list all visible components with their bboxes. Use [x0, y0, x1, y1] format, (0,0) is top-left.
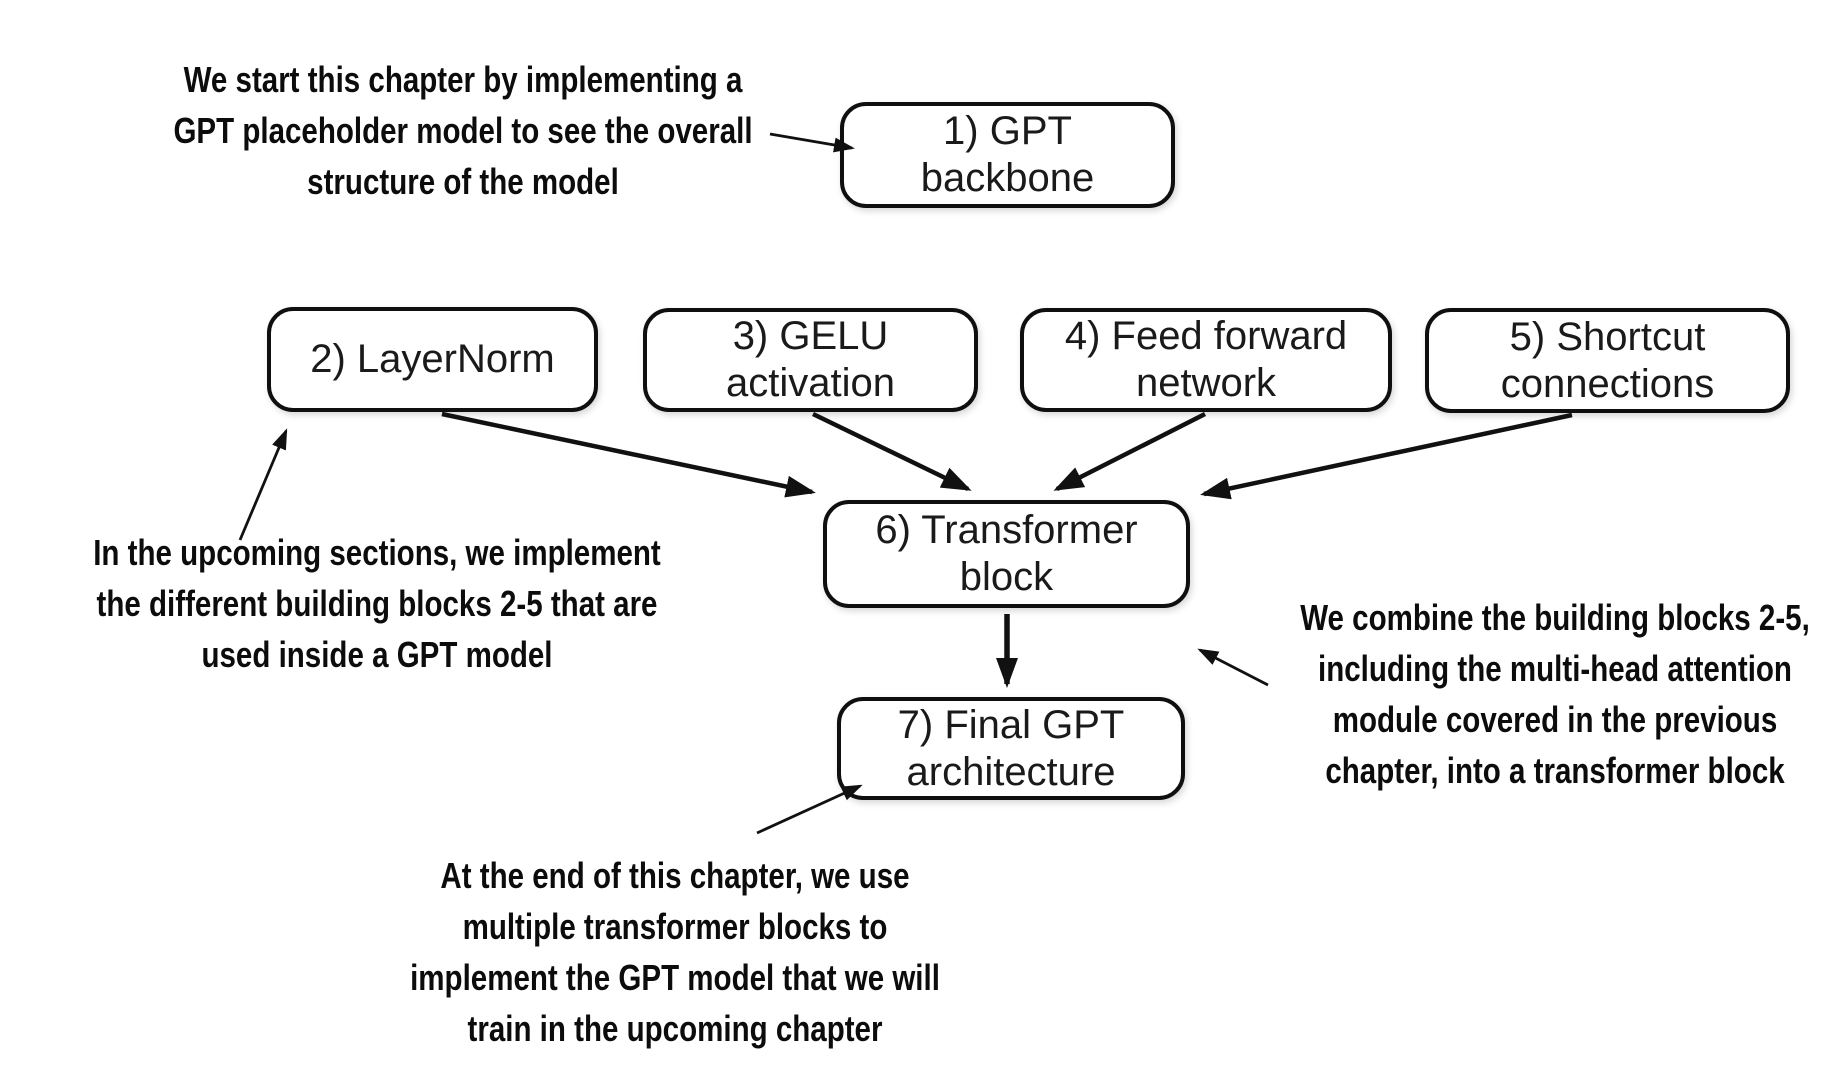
- arrow-shortcut-to-transformer: [1200, 412, 1573, 500]
- note-final-gpt: At the end of this chapter, we use multi…: [410, 855, 940, 1049]
- box-gpt-backbone: 1) GPT backbone: [840, 102, 1175, 208]
- note-gpt-backbone: We start this chapter by implementing a …: [173, 59, 753, 202]
- box-layernorm: 2) LayerNorm: [267, 307, 598, 412]
- box-shortcut-connections: 5) Shortcut connections: [1425, 308, 1790, 413]
- box-label: connections: [1500, 361, 1715, 406]
- note-combine-blocks: We combine the building blocks 2-5, incl…: [1300, 597, 1810, 791]
- box-label: architecture: [906, 749, 1116, 794]
- box-feed-forward-network: 4) Feed forward network: [1020, 308, 1392, 412]
- box-transformer-block: 6) Transformer block: [823, 500, 1190, 608]
- box-label: 1) GPT: [943, 109, 1072, 153]
- box-label: 7) Final GPT: [897, 702, 1125, 747]
- box-label: 4) Feed forward: [1064, 314, 1348, 358]
- box-final-gpt-architecture: 7) Final GPT architecture: [837, 697, 1185, 800]
- box-label: 3) GELU: [732, 314, 889, 358]
- box-label: 5) Shortcut: [1509, 314, 1706, 359]
- box-gelu-activation: 3) GELU activation: [643, 308, 978, 412]
- box-label: 6) Transformer: [875, 508, 1138, 552]
- box-label: network: [1135, 361, 1277, 405]
- box-label: activation: [726, 361, 895, 405]
- arrow-note-to-layernorm: [238, 428, 288, 541]
- arrow-ffn-to-transformer: [1053, 411, 1207, 492]
- box-label: block: [959, 555, 1054, 599]
- arrow-gelu-to-transformer: [812, 411, 972, 492]
- arrow-layernorm-to-transformer: [441, 411, 816, 498]
- box-label: 2) LayerNorm: [310, 337, 555, 381]
- box-label: backbone: [920, 156, 1095, 200]
- note-building-blocks: In the upcoming sections, we implement t…: [93, 532, 661, 675]
- arrow-note-to-transformer: [1197, 648, 1269, 687]
